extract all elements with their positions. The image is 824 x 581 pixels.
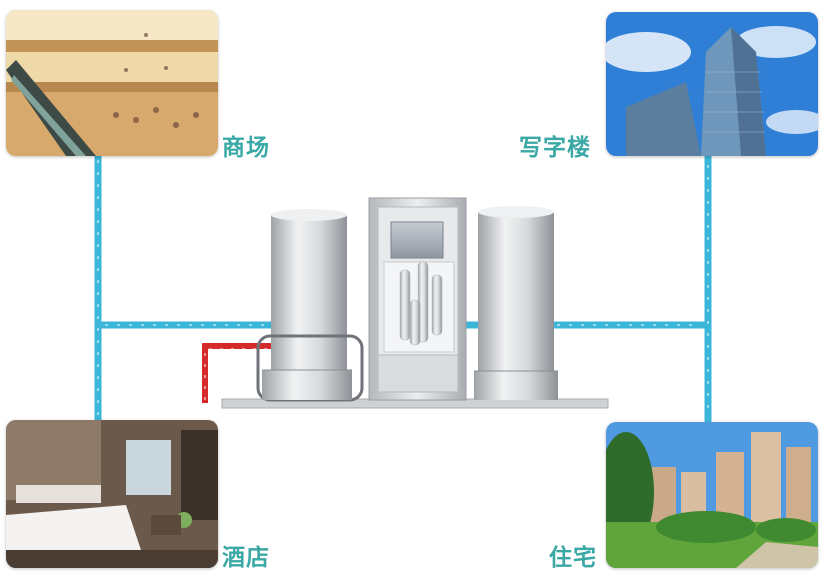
mall-label: 商场	[222, 135, 270, 161]
left-storage-tank	[256, 209, 364, 402]
control-display-screen	[390, 221, 444, 259]
hotel-image	[6, 420, 218, 568]
mall-image	[6, 10, 218, 156]
red-hot-water-pipe	[202, 343, 275, 403]
right-storage-tank	[474, 206, 558, 400]
residential-image	[606, 422, 818, 568]
hotel-label: 酒店	[222, 545, 270, 571]
residential-label: 住宅	[549, 545, 597, 571]
office-image	[606, 12, 818, 156]
office-label: 写字楼	[519, 135, 591, 161]
flow-direction-marks	[97, 160, 709, 415]
control-cabinet	[368, 197, 467, 401]
